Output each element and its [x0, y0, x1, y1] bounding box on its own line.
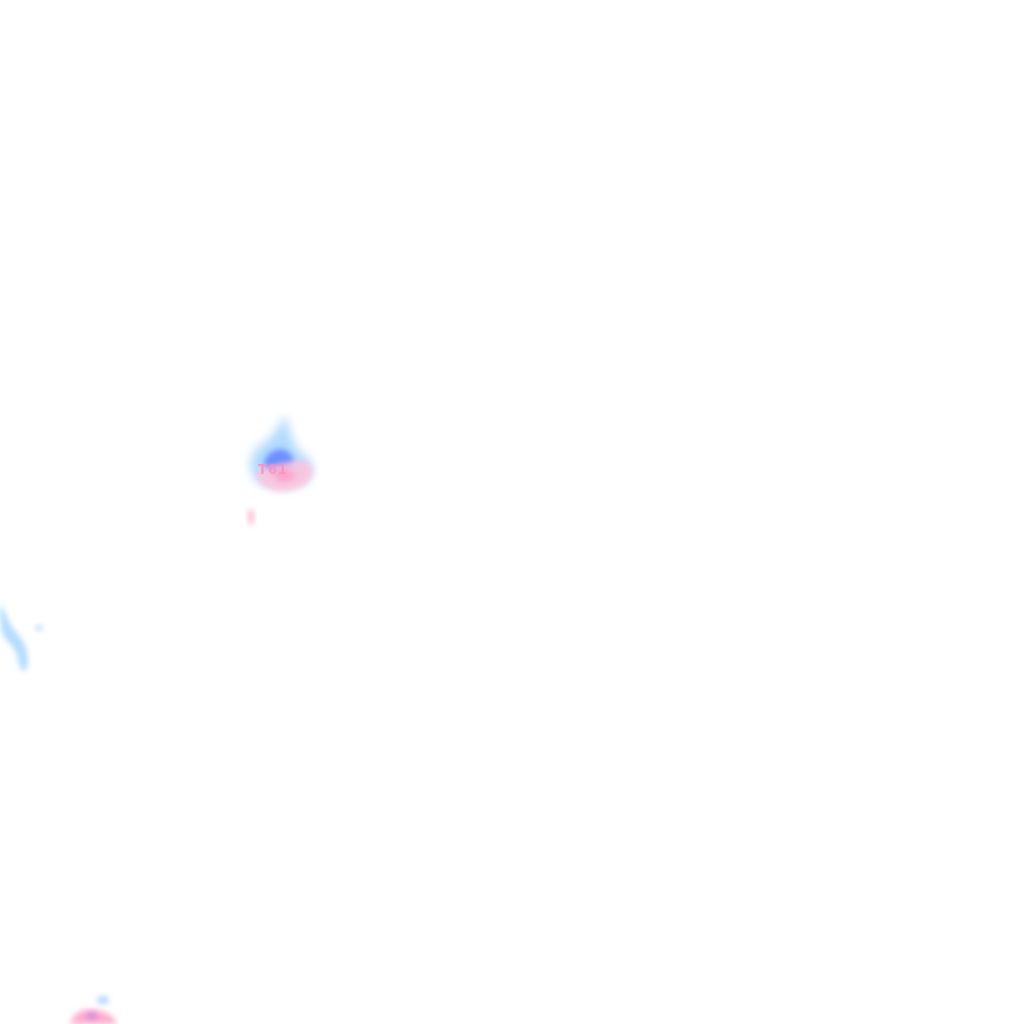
- storm-cell-main: [250, 415, 314, 492]
- storm-cell-label: T61: [258, 463, 288, 478]
- storm-cell-pink-core: [276, 469, 296, 483]
- precip-streak-left: [0, 604, 43, 671]
- precip-fleck-pink: [248, 509, 254, 525]
- precip-patch-bottom-left: [70, 996, 116, 1024]
